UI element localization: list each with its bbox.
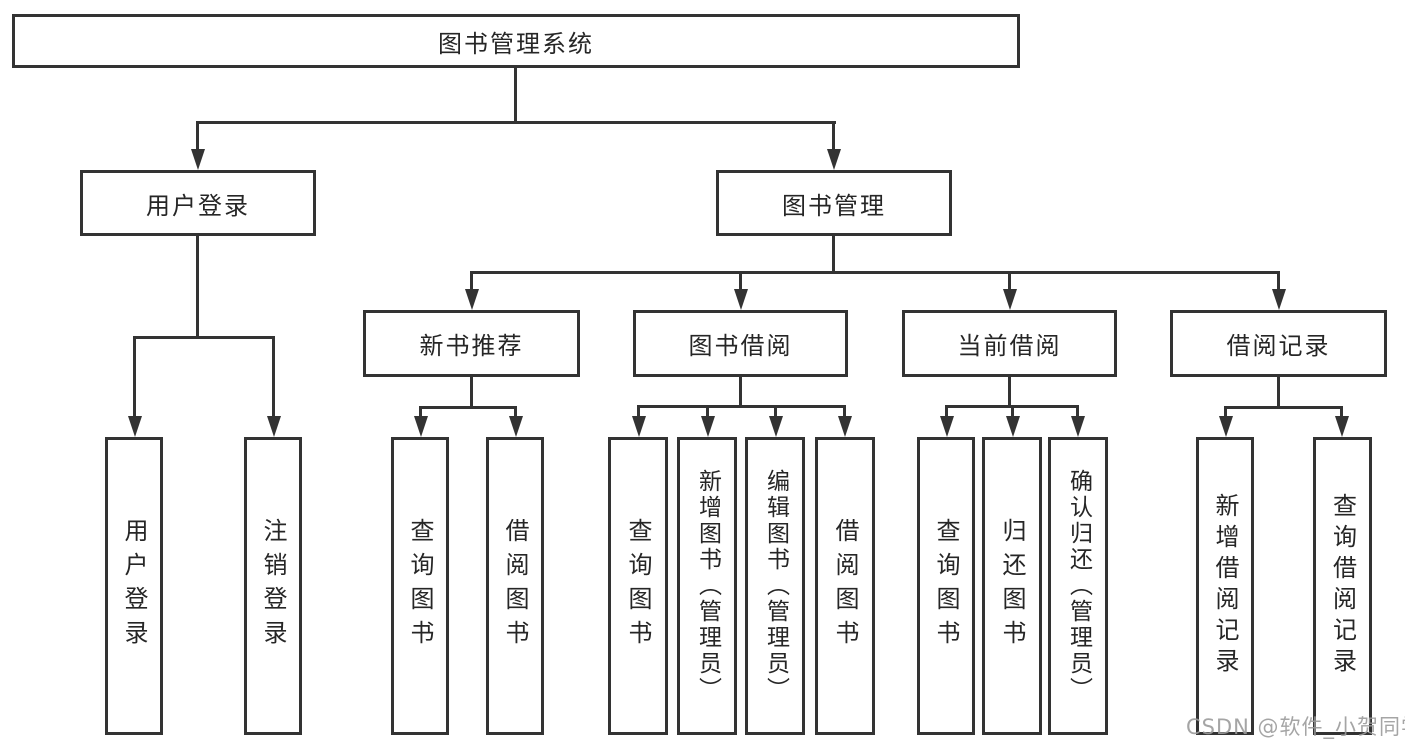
arrow-down-icon <box>838 416 852 437</box>
watermark: CSDN @软件_小贺同学 <box>1186 715 1405 739</box>
connector-line <box>739 377 742 408</box>
connector-line <box>196 236 199 339</box>
connector-line <box>133 336 136 418</box>
node-leaf-add-borrow-record: 新增借阅记录 <box>1196 437 1254 735</box>
connector-line <box>1008 377 1011 408</box>
connector-line <box>945 405 948 418</box>
node-label: 借阅图书 <box>831 518 859 654</box>
connector-line <box>706 405 709 418</box>
arrow-down-icon <box>734 289 748 310</box>
node-label: 图书管理系统 <box>438 29 594 58</box>
node-label: 查询图书 <box>932 518 960 654</box>
arrow-down-icon <box>1006 416 1020 437</box>
node-current-borrow: 当前借阅 <box>902 310 1117 377</box>
connector-line <box>832 121 835 152</box>
arrow-down-icon <box>1003 289 1017 310</box>
connector-line <box>637 405 846 408</box>
node-label: 借阅图书 <box>501 518 529 654</box>
node-leaf-query-books-current: 查询图书 <box>917 437 975 735</box>
node-leaf-user-login: 用户登录 <box>105 437 163 735</box>
arrow-down-icon <box>632 416 646 437</box>
connector-line <box>470 271 1280 274</box>
node-book-management: 图书管理 <box>716 170 952 236</box>
connector-line <box>1008 271 1011 291</box>
node-leaf-logout: 注销登录 <box>244 437 302 735</box>
connector-line <box>470 377 473 409</box>
arrow-down-icon <box>128 416 142 437</box>
node-leaf-borrow-books-recommend: 借阅图书 <box>486 437 544 735</box>
node-label: 新增图书（管理员） <box>694 469 721 703</box>
connector-line <box>1224 406 1343 409</box>
node-borrow-records: 借阅记录 <box>1170 310 1387 377</box>
connector-line <box>1011 405 1014 418</box>
node-label: 当前借阅 <box>957 332 1062 360</box>
node-label: 注销登录 <box>259 518 287 654</box>
connector-line <box>419 406 422 418</box>
connector-line <box>774 405 777 418</box>
arrow-down-icon <box>701 416 715 437</box>
node-label: 查询借阅记录 <box>1328 493 1357 679</box>
connector-line <box>196 121 199 152</box>
arrow-down-icon <box>414 416 428 437</box>
node-user-login: 用户登录 <box>80 170 316 236</box>
connector-line <box>637 405 640 418</box>
arrow-down-icon <box>191 149 205 170</box>
connector-line <box>514 68 517 124</box>
connector-line <box>1340 406 1343 418</box>
connector-line <box>419 406 517 409</box>
connector-line <box>832 236 835 274</box>
node-label: 查询图书 <box>624 518 652 654</box>
node-label: 编辑图书（管理员） <box>762 469 789 703</box>
node-book-borrow: 图书借阅 <box>633 310 848 377</box>
node-label: 图书借阅 <box>688 332 793 360</box>
node-label: 确认归还（管理员） <box>1065 469 1092 703</box>
node-library-management-system: 图书管理系统 <box>12 14 1020 68</box>
node-label: 归还图书 <box>998 518 1026 654</box>
connector-line <box>133 336 275 339</box>
node-leaf-return-books: 归还图书 <box>982 437 1042 735</box>
arrow-down-icon <box>827 149 841 170</box>
node-leaf-query-borrow-record: 查询借阅记录 <box>1313 437 1372 735</box>
arrow-down-icon <box>1219 416 1233 437</box>
arrow-down-icon <box>509 416 523 437</box>
node-leaf-query-books-recommend: 查询图书 <box>391 437 449 735</box>
arrow-down-icon <box>1071 416 1085 437</box>
node-label: 图书管理 <box>782 191 886 220</box>
node-leaf-confirm-return-admin: 确认归还（管理员） <box>1048 437 1108 735</box>
node-leaf-query-books-borrow: 查询图书 <box>608 437 668 735</box>
connector-line <box>739 271 742 291</box>
connector-line <box>196 121 836 124</box>
connector-line <box>1277 271 1280 291</box>
arrow-down-icon <box>267 416 281 437</box>
connector-line <box>470 271 473 291</box>
connector-line <box>1277 377 1280 409</box>
arrow-down-icon <box>1335 416 1349 437</box>
connector-line <box>843 405 846 418</box>
node-new-book-recommend: 新书推荐 <box>363 310 580 377</box>
connector-line <box>272 336 275 418</box>
node-label: 新书推荐 <box>419 332 524 360</box>
node-label: 查询图书 <box>406 518 434 654</box>
node-label: 用户登录 <box>120 518 148 654</box>
node-label: 借阅记录 <box>1226 332 1331 360</box>
node-label: 用户登录 <box>146 191 250 220</box>
node-leaf-add-books-admin: 新增图书（管理员） <box>677 437 737 735</box>
connector-line <box>1076 405 1079 418</box>
connector-line <box>1224 406 1227 418</box>
connector-line <box>514 406 517 418</box>
arrow-down-icon <box>1272 289 1286 310</box>
arrow-down-icon <box>465 289 479 310</box>
node-leaf-borrow-books: 借阅图书 <box>815 437 875 735</box>
arrow-down-icon <box>940 416 954 437</box>
arrow-down-icon <box>769 416 783 437</box>
node-label: 新增借阅记录 <box>1211 493 1239 679</box>
node-leaf-edit-books-admin: 编辑图书（管理员） <box>745 437 805 735</box>
